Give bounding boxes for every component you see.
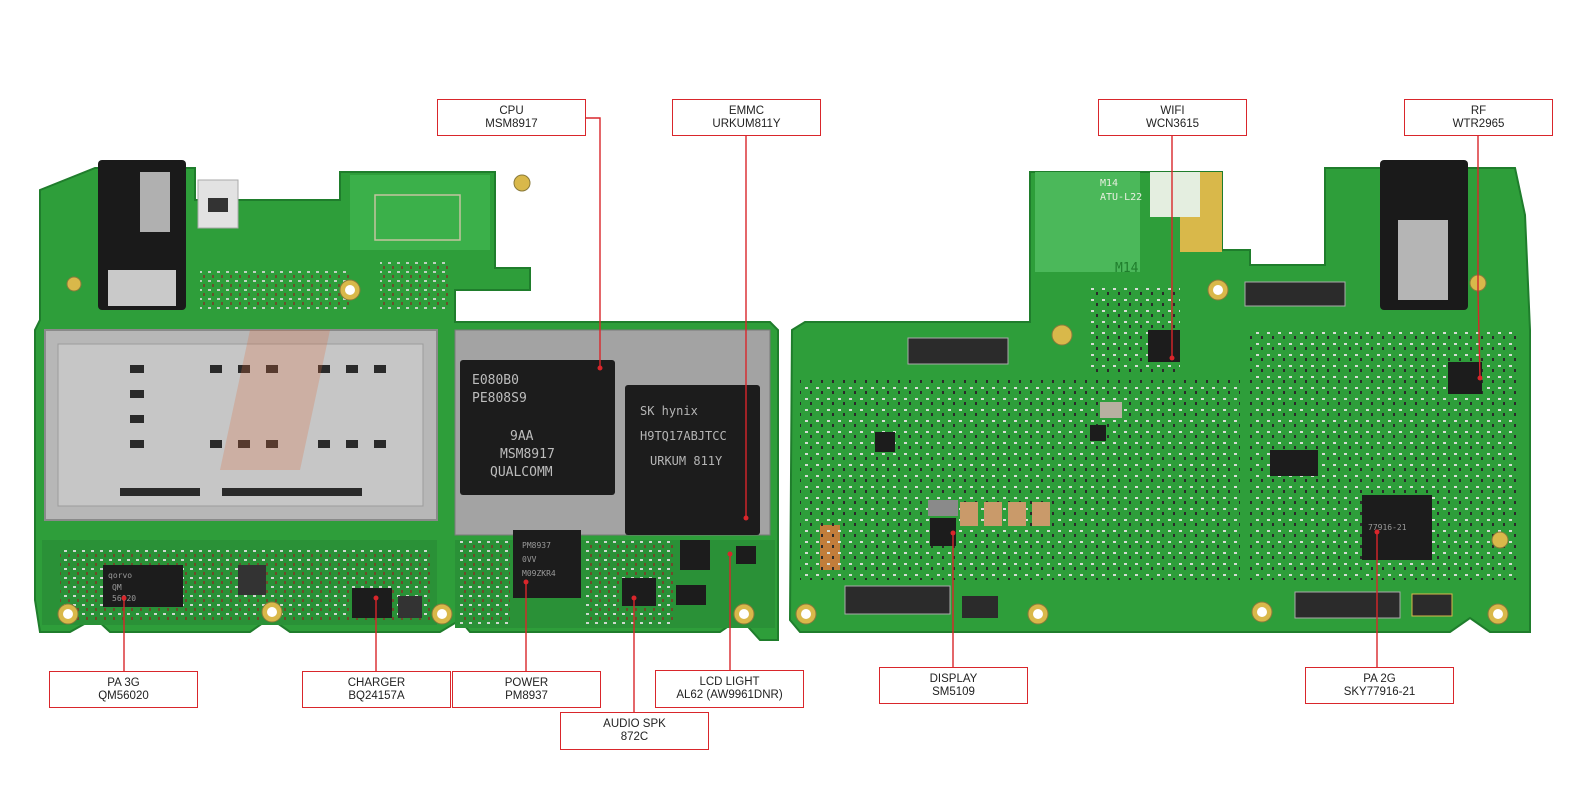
rf-part: WTR2965 (1452, 117, 1505, 130)
svg-text:M14: M14 (1115, 261, 1139, 276)
pa3g-label: PA 3G QM56020 (49, 671, 198, 708)
audio-spk-label: AUDIO SPK 872C (560, 712, 709, 750)
emmc-label: EMMC URKUM811Y (672, 99, 821, 136)
pa3g-part: QM56020 (98, 689, 149, 702)
svg-text:qorvo: qorvo (108, 571, 132, 580)
lcd-light-title: LCD LIGHT (699, 676, 760, 688)
svg-text:MSM8917: MSM8917 (500, 447, 555, 462)
wifi-title: WIFI (1160, 104, 1185, 117)
svg-text:E080B0: E080B0 (472, 373, 519, 388)
callout-lines (123, 117, 1481, 712)
emmc-title: EMMC (728, 104, 765, 117)
power-label: POWER PM8937 (452, 671, 601, 708)
rf-title: RF (1470, 104, 1487, 117)
emmc-part: URKUM811Y (712, 117, 781, 130)
cpu-part: MSM8917 (485, 117, 538, 130)
charger-part: BQ24157A (348, 689, 405, 702)
svg-text:PM8937: PM8937 (522, 541, 551, 550)
svg-text:QM: QM (112, 583, 122, 592)
svg-text:ATU-L22: ATU-L22 (1100, 192, 1142, 203)
svg-text:H9TQ17ABJTCC: H9TQ17ABJTCC (640, 429, 727, 443)
charger-title: CHARGER (347, 676, 406, 689)
left-board: E080B0 PE808S9 9AA MSM8917 QUALCOMM SK h… (34, 160, 779, 641)
pa2g-title: PA 2G (1363, 672, 1396, 685)
svg-text:M09ZKR4: M09ZKR4 (522, 569, 556, 578)
cpu-leader (585, 117, 601, 368)
cpu-label: CPU MSM8917 (437, 99, 586, 136)
lcd-light-label: LCD LIGHT AL62 (AW9961DNR) (655, 670, 804, 708)
display-label: DISPLAY SM5109 (879, 667, 1028, 704)
rf-leader (1477, 136, 1481, 379)
svg-text:QUALCOMM: QUALCOMM (490, 465, 553, 480)
svg-text:77916-21: 77916-21 (1368, 523, 1407, 532)
rf-label: RF WTR2965 (1404, 99, 1553, 136)
svg-text:M14: M14 (1100, 178, 1118, 189)
svg-text:SK hynix: SK hynix (640, 404, 698, 418)
right-board: M14 ATU-L22 M14 77916-21 (788, 160, 1531, 633)
svg-text:URKUM 811Y: URKUM 811Y (650, 454, 723, 468)
audio-spk-part: 872C (620, 731, 649, 743)
display-part: SM5109 (932, 685, 975, 698)
power-title: POWER (504, 676, 549, 689)
pa3g-title: PA 3G (107, 676, 140, 689)
charger-label: CHARGER BQ24157A (302, 671, 451, 708)
audio-spk-title: AUDIO SPK (603, 718, 666, 730)
pa2g-part: SKY77916-21 (1343, 685, 1416, 698)
svg-text:9AA: 9AA (510, 429, 534, 444)
wifi-label: WIFI WCN3615 (1098, 99, 1247, 136)
svg-text:0VV: 0VV (522, 555, 537, 564)
power-part: PM8937 (505, 689, 548, 702)
pa2g-label: PA 2G SKY77916-21 (1305, 667, 1454, 704)
cpu-title: CPU (499, 104, 524, 117)
svg-text:PE808S9: PE808S9 (472, 391, 527, 406)
display-title: DISPLAY (929, 672, 978, 685)
callout-dots (121, 355, 1483, 601)
wifi-part: WCN3615 (1145, 117, 1200, 130)
lcd-light-part: AL62 (AW9961DNR) (676, 689, 783, 701)
